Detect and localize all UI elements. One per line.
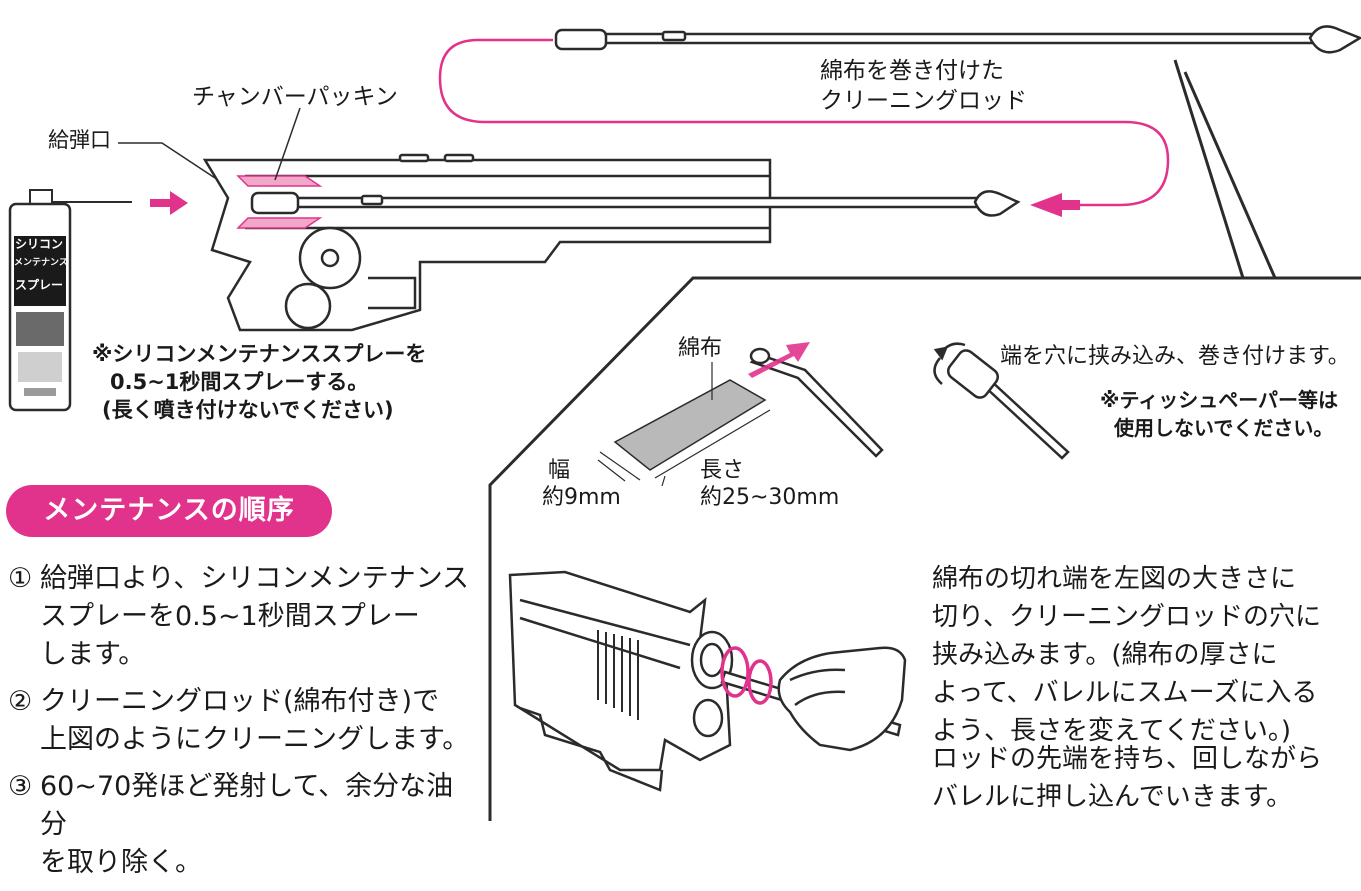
tissue-warning-line2: 使用しないでください。	[1114, 416, 1334, 440]
tissue-warning-line1: ※ティッシュペーパー等は	[1100, 388, 1339, 412]
wrapped-rod	[933, 342, 1070, 460]
rod-label-line2: クリーニングロッド	[820, 88, 1027, 114]
inset-rod-with-hole	[749, 347, 884, 458]
spray-can-text-2: メンテナンス	[14, 258, 68, 268]
hand-with-rod	[720, 646, 907, 752]
leader-lines	[118, 107, 301, 181]
step-number: ①	[8, 563, 33, 594]
step-text: クリーニングロッド(綿布付き)で 上図のようにクリーニングします。	[40, 686, 470, 755]
spray-direction-arrow	[150, 191, 188, 215]
spray-note-line1: ※シリコンメンテナンススプレーを	[92, 342, 427, 366]
spray-note-line2: 0.5~1秒間スプレーする。	[110, 370, 369, 394]
rod-label-line1: 綿布を巻き付けた	[820, 58, 1004, 84]
step-number: ②	[8, 686, 33, 717]
chamber-packing	[236, 175, 323, 229]
cleaning-rod-top	[554, 25, 1361, 54]
width-label-line1: 幅	[548, 458, 571, 483]
maintenance-diagram	[8, 25, 1361, 821]
cloth-dimension-lines	[597, 409, 771, 487]
insert-note: 端を穴に挟み込み、巻き付けます。	[1000, 344, 1350, 369]
spray-can-text-1: シリコン	[15, 237, 64, 251]
cloth-label: 綿布	[678, 336, 723, 361]
length-label-line1: 長さ	[700, 458, 745, 483]
step-item: ① 給弾口より、シリコンメンテナンス スプレーを0.5~1秒間スプレー します。	[8, 560, 478, 674]
step-text: 給弾口より、シリコンメンテナンス スプレーを0.5~1秒間スプレー します。	[40, 563, 470, 670]
length-label-line2: 約25~30mm	[700, 485, 840, 510]
maintenance-steps: ① 給弾口より、シリコンメンテナンス スプレーを0.5~1秒間スプレー します。…	[8, 560, 478, 891]
spray-can	[8, 189, 72, 412]
rotation-indicator	[720, 646, 773, 705]
rod-routing-line	[438, 38, 1170, 207]
instruction-paragraph-1: 綿布の切れ端を左図の大きさに 切り、クリーニングロッドの穴に 挟み込みます。(綿…	[932, 564, 1321, 746]
insert-direction-arrow	[748, 342, 810, 378]
chamber-packing-label: チャンバーパッキン	[192, 84, 398, 110]
step-text: 60~70発ほど発射して、余分な油分 を取り除く。	[40, 771, 454, 878]
cleaning-rod-barrel	[250, 190, 1021, 217]
spray-note-line3: (長く噴き付けないでください)	[102, 398, 394, 422]
step-item: ③ 60~70発ほど発射して、余分な油分 を取り除く。	[8, 768, 478, 882]
inset-panel-outline	[488, 59, 1361, 821]
feed-port-label: 給弾口	[48, 128, 111, 152]
instruction-paragraph-2: ロッドの先端を持ち、回しながら バレルに押し込んでいきます。	[932, 744, 1323, 812]
push-direction-arrow	[1030, 193, 1080, 217]
cloth-strip	[613, 379, 767, 471]
width-label-line2: 約9mm	[542, 485, 621, 510]
step-number: ③	[8, 771, 33, 802]
step-item: ② クリーニングロッド(綿布付き)で 上図のようにクリーニングします。	[8, 683, 478, 759]
spray-can-text-3: スプレー	[15, 278, 64, 292]
section-title-badge: メンテナンスの順序	[6, 485, 332, 537]
pistol-slide	[508, 570, 734, 792]
